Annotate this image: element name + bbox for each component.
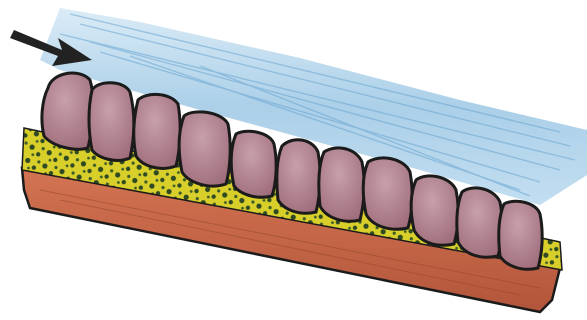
cell-10 bbox=[457, 188, 502, 257]
cell-2 bbox=[89, 83, 134, 161]
cell-5 bbox=[231, 131, 276, 197]
cell-4 bbox=[179, 112, 230, 186]
cell-11 bbox=[499, 201, 542, 269]
cell-1 bbox=[42, 73, 93, 149]
cell-6 bbox=[277, 140, 320, 214]
cell-7 bbox=[319, 148, 364, 221]
cell-9 bbox=[411, 176, 458, 245]
cell-3 bbox=[134, 94, 180, 168]
cell-8 bbox=[363, 158, 412, 229]
